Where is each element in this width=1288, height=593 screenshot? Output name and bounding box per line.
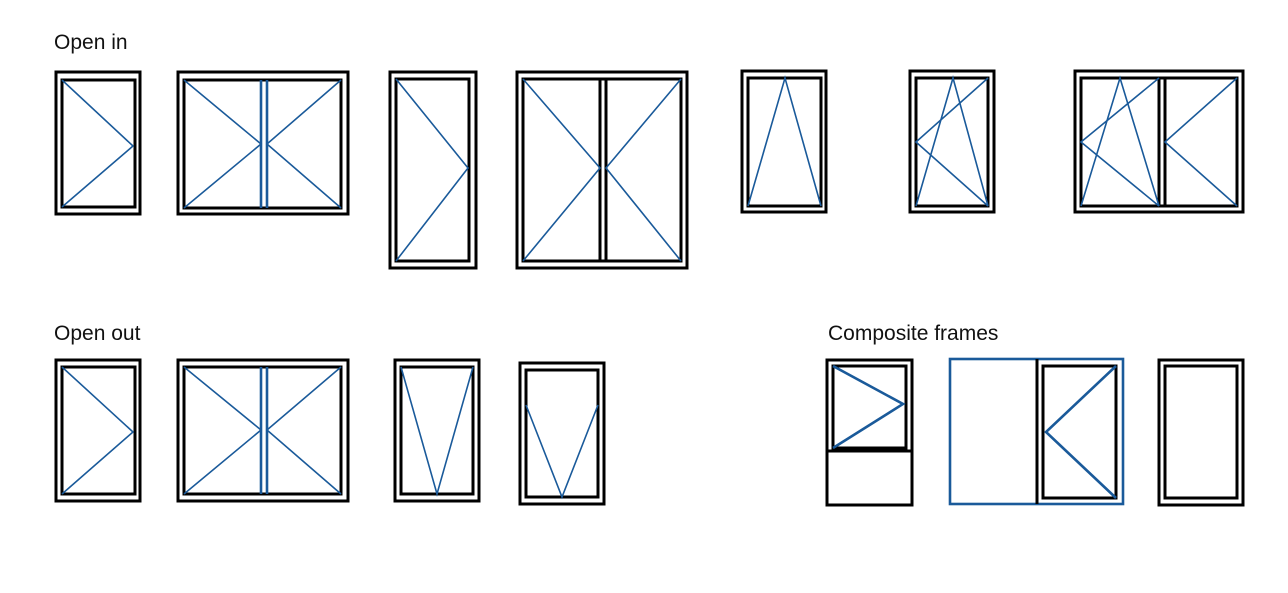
open-in-heading: Open in	[54, 31, 128, 54]
open-in-tall-side-hung-window	[388, 70, 478, 270]
composite-fixed-plus-side-hung	[948, 357, 1125, 506]
open-out-top-hung-window	[393, 358, 481, 503]
open-in-double-side-hung-window	[176, 70, 350, 216]
composite-fixed-window	[1157, 358, 1245, 507]
open-in-tilt-and-turn-window	[908, 69, 996, 214]
composite-side-hung-over-fixed	[825, 358, 914, 507]
open-in-bottom-hung-window	[740, 69, 828, 214]
open-out-heading: Open out	[54, 322, 141, 345]
open-out-side-hung-window	[54, 358, 142, 503]
composite-frames-heading: Composite frames	[828, 322, 999, 345]
open-out-top-hung-partial-window	[518, 361, 606, 506]
open-out-double-side-hung-window	[176, 358, 350, 503]
open-in-double-door	[515, 70, 689, 270]
open-in-side-hung-window	[54, 70, 142, 216]
open-in-tilt-turn-double-window	[1073, 69, 1245, 214]
